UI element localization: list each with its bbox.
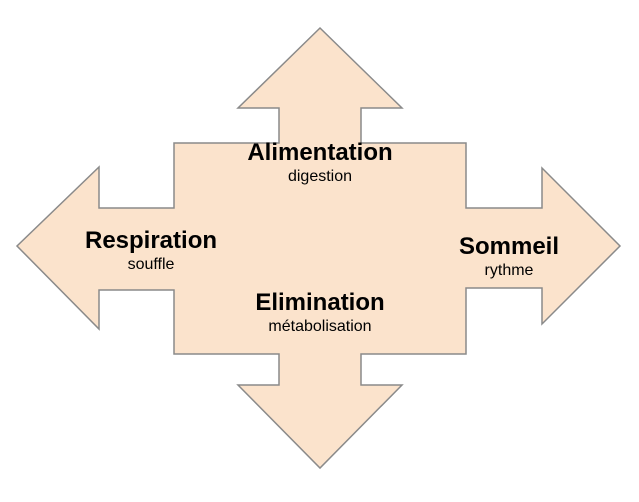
- node-respiration: Respiration souffle: [85, 227, 217, 275]
- node-sommeil-subtitle: rythme: [484, 262, 534, 279]
- four-way-arrow-shape: [15, 26, 622, 470]
- node-alimentation-title: Alimentation: [247, 139, 393, 166]
- node-sommeil-title: Sommeil: [458, 233, 560, 260]
- node-respiration-subtitle: souffle: [127, 256, 175, 273]
- node-sommeil: Sommeil rythme: [459, 233, 559, 281]
- node-elimination-subtitle: métabolisation: [268, 318, 372, 335]
- node-alimentation: Alimentation digestion: [247, 139, 392, 187]
- node-elimination: Elimination métabolisation: [255, 289, 384, 337]
- node-elimination-title: Elimination: [255, 289, 385, 316]
- node-alimentation-subtitle: digestion: [287, 168, 353, 185]
- node-respiration-title: Respiration: [84, 227, 218, 254]
